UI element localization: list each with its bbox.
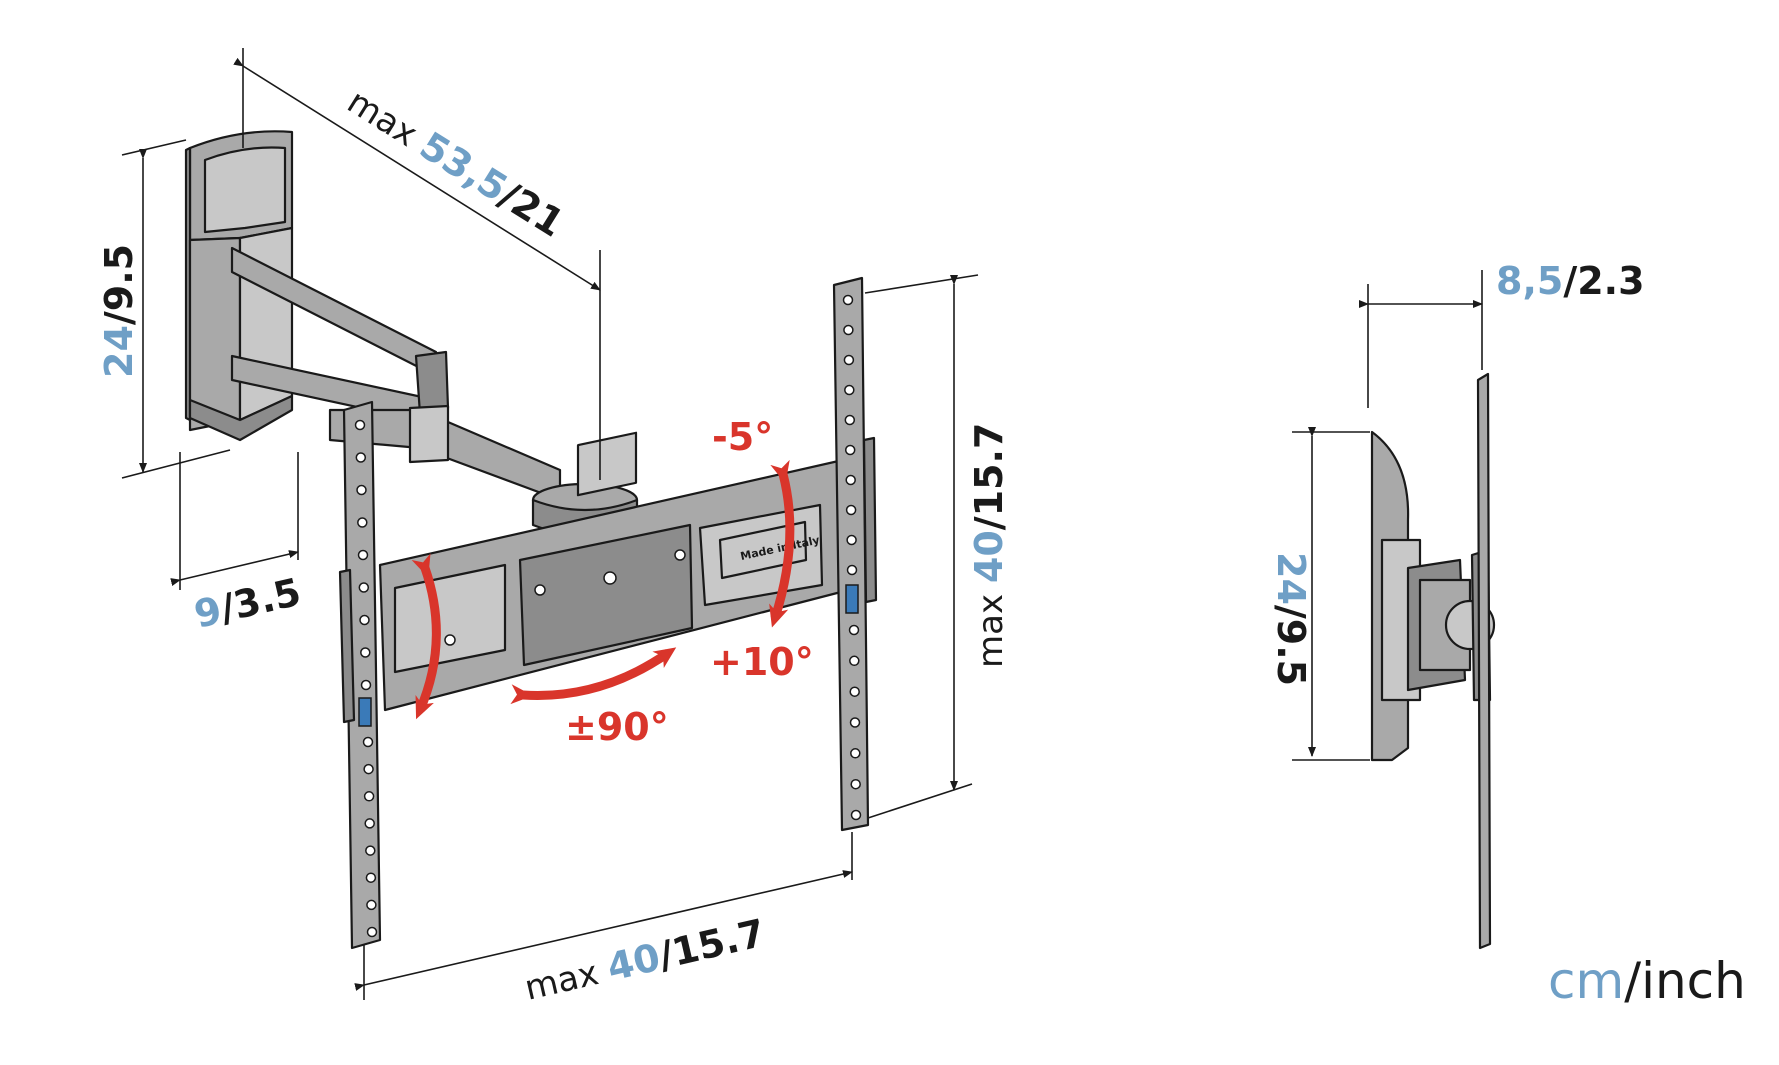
units-legend-sep: /: [1624, 952, 1641, 1010]
svg-text:9/3.5: 9/3.5: [190, 570, 305, 637]
rail-hole: [363, 763, 374, 775]
rail-holes: [354, 294, 862, 938]
articulating-arms: [230, 246, 639, 537]
rail-hole: [842, 294, 854, 306]
svg-text:24/9.5: 24/9.5: [1269, 552, 1313, 686]
rail-hole: [360, 679, 372, 691]
rail-hole: [849, 686, 860, 697]
label-vesa-height: max 40/15.7: [967, 423, 1011, 668]
rail-hole: [364, 818, 375, 829]
rail-hole: [845, 474, 856, 486]
rail-hole: [844, 384, 855, 396]
rail-hole: [366, 926, 378, 938]
angle-arrows: [411, 459, 795, 720]
units-legend: cm/inch: [1548, 952, 1746, 1010]
label-arm-extension: max 53,5/21: [340, 78, 571, 246]
svg-text:24/9.5: 24/9.5: [97, 244, 141, 378]
rail-hole: [849, 655, 860, 667]
wall-plate-height-cm: 24: [97, 325, 141, 378]
units-legend-inch: inch: [1641, 952, 1746, 1010]
rail-hole: [358, 582, 370, 593]
rail-hole: [844, 414, 856, 426]
vesa-height-prefix: max: [971, 594, 1011, 668]
rail-hole: [365, 872, 377, 883]
rail-hole: [357, 549, 369, 561]
rail-hole: [360, 647, 371, 658]
label-side-height: 24/9.5: [1269, 552, 1313, 686]
tilt-arrow-left: [411, 553, 441, 720]
vesa-width-cm: 40: [603, 935, 664, 990]
svg-text:max 53,5/21: max 53,5/21: [340, 78, 571, 245]
side-view: [1292, 270, 1496, 950]
vesa-rail-left: [338, 400, 382, 950]
lock-tab-left: [358, 697, 372, 727]
rail-hole: [849, 717, 861, 728]
side-height-inch: 9.5: [1269, 619, 1313, 686]
side-depth-inch: 2.3: [1577, 259, 1644, 303]
rail-hole: [844, 444, 856, 456]
dimension-lines-main: [121, 48, 979, 1000]
rail-hole: [357, 517, 368, 528]
rail-hole: [845, 504, 857, 516]
wall-plate-height-inch: 9.5: [97, 244, 141, 311]
rail-hole: [850, 809, 862, 821]
rail-hole: [843, 354, 855, 366]
rail-hole: [850, 748, 861, 759]
rail-hole: [366, 899, 377, 911]
side-height-sep: /: [1269, 605, 1313, 619]
label-side-depth: 8,5/2.3: [1496, 259, 1645, 303]
svg-text:max 40/15.7: max 40/15.7: [967, 423, 1011, 668]
center-lock-plate: [576, 431, 638, 497]
rail-hole: [356, 484, 367, 496]
vesa-rail-right: [832, 276, 878, 832]
svg-text:max 40/15.7: max 40/15.7: [520, 911, 769, 1009]
side-depth-sep: /: [1563, 259, 1577, 303]
wall-plate-height-sep: /: [97, 311, 141, 325]
rail-hole: [363, 791, 375, 802]
units-legend-cm: cm: [1548, 952, 1624, 1010]
angle-tilt-down: +10°: [710, 640, 814, 684]
vesa-width-inch: 15.7: [668, 911, 769, 975]
vesa-width-prefix: max: [521, 953, 602, 1009]
label-wall-plate-depth: 9/3.5: [190, 570, 305, 637]
rail-hole: [846, 534, 857, 546]
side-height-cm: 24: [1269, 552, 1313, 605]
rail-hole: [362, 736, 374, 748]
swivel-arrow: [510, 647, 677, 705]
tilt-arrow-right: [769, 459, 795, 628]
side-depth-cm: 8,5: [1496, 259, 1563, 303]
rail-hole: [848, 624, 860, 636]
wall-plate-depth-inch: 3.5: [229, 570, 305, 628]
angle-swivel: ±90°: [565, 705, 669, 749]
rail-hole: [359, 614, 370, 626]
vesa-height-sep: /: [967, 516, 1011, 530]
label-wall-plate-height: 24/9.5: [97, 244, 141, 378]
rail-hole: [354, 419, 366, 431]
label-vesa-width: max 40/15.7: [520, 911, 769, 1009]
rail-hole: [843, 324, 854, 336]
vesa-height-inch: 15.7: [967, 423, 1011, 517]
angle-tilt-up: -5°: [712, 415, 773, 459]
rail-hole: [850, 778, 861, 790]
rail-hole: [355, 452, 367, 463]
lock-tab-right: [845, 584, 859, 614]
vesa-height-cm: 40: [967, 530, 1011, 583]
rail-hole: [846, 564, 858, 576]
svg-text:8,5/2.3: 8,5/2.3: [1496, 259, 1645, 303]
rail-hole: [365, 845, 376, 856]
